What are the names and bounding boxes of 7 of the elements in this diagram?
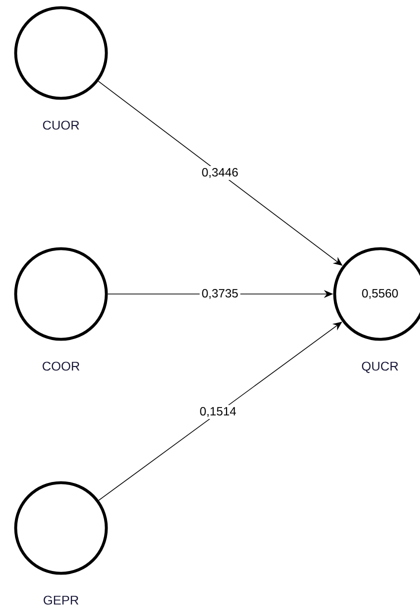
variable-label: CUOR [43,120,80,130]
variable-label: QUCR [362,362,398,373]
variable-label: GEPR [44,596,78,605]
path-coefficient: 0,3446 [200,166,240,180]
path-coefficient: 0,3735 [200,287,240,301]
variable-label: COOR [42,362,80,371]
path-coefficient: 0,1514 [198,405,238,419]
